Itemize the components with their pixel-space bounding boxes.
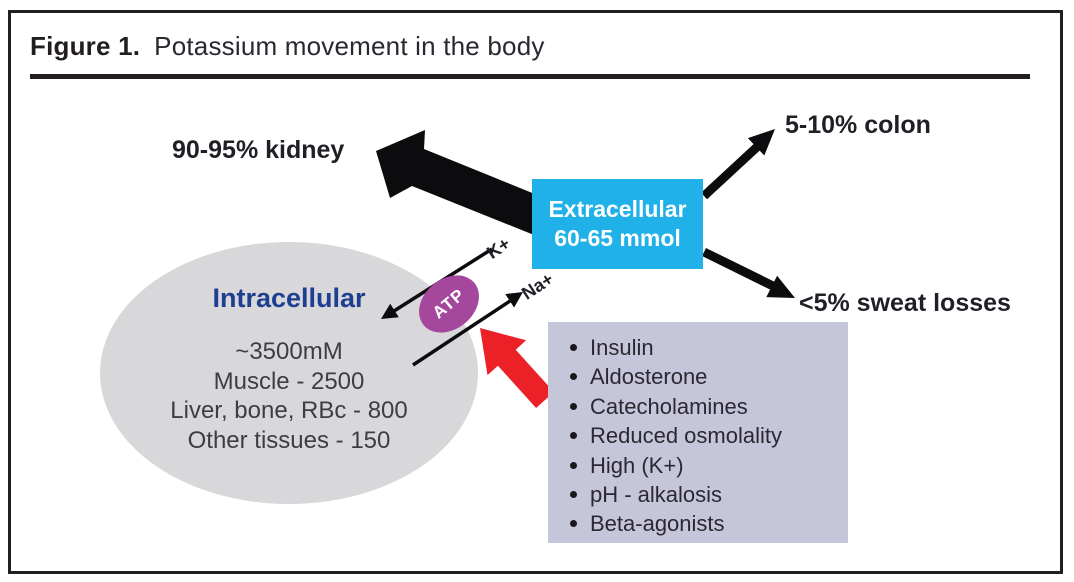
list-item: High (K+) — [570, 451, 848, 480]
figure-number-label: Figure 1. — [30, 31, 141, 61]
figure-title: Potassium movement in the body — [154, 31, 545, 61]
bullet-icon — [570, 402, 577, 410]
list-item: Insulin — [570, 333, 848, 362]
bullet-icon — [570, 520, 577, 528]
factor-label: Insulin — [590, 335, 654, 360]
list-item: Reduced osmolality — [570, 421, 848, 450]
intracellular-total: ~3500mM — [235, 338, 343, 365]
list-item: pH - alkalosis — [570, 480, 848, 509]
bullet-icon — [570, 491, 577, 499]
extracellular-box: Extracellular 60-65 mmol — [532, 179, 703, 269]
list-item: Catecholamines — [570, 392, 848, 421]
bullet-icon — [570, 432, 577, 440]
factor-label: Catecholamines — [590, 393, 748, 419]
list-item: Aldosterone — [570, 362, 848, 391]
extracellular-amount: 60-65 mmol — [554, 225, 681, 251]
shift-factors-box: Insulin Aldosterone Catecholamines Reduc… — [548, 322, 848, 543]
figure-caption: Figure 1. Potassium movement in the body — [30, 31, 545, 62]
list-item: Beta-agonists — [570, 509, 848, 538]
intracellular-other-tissues: Other tissues - 150 — [187, 426, 391, 454]
factor-label: Reduced osmolality — [590, 423, 782, 449]
bullet-icon — [570, 461, 577, 469]
factor-label: pH - alkalosis — [590, 482, 723, 508]
shift-factors-list: Insulin Aldosterone Catecholamines Reduc… — [570, 333, 848, 539]
intracellular-heading: Intracellular — [212, 283, 366, 313]
factor-label: Aldosterone — [590, 364, 708, 390]
caption-divider-rule — [30, 74, 1030, 79]
colon-label: 5-10% colon — [785, 111, 931, 139]
kidney-label: 90-95% kidney — [172, 136, 345, 164]
bullet-icon — [570, 373, 577, 381]
extracellular-name: Extracellular — [548, 196, 687, 222]
factor-label: High (K+) — [590, 452, 684, 478]
bullet-icon — [570, 344, 577, 351]
intracellular-muscle: Muscle - 2500 — [213, 367, 365, 395]
factor-label: Beta-agonists — [590, 511, 725, 537]
intracellular-liver-bone-rbc: Liver, bone, RBc - 800 — [170, 397, 408, 424]
intracellular-text-block: Intracellular ~3500mM Muscle - 2500 Live… — [104, 283, 474, 455]
sweat-losses-label: <5% sweat losses — [799, 289, 1011, 317]
